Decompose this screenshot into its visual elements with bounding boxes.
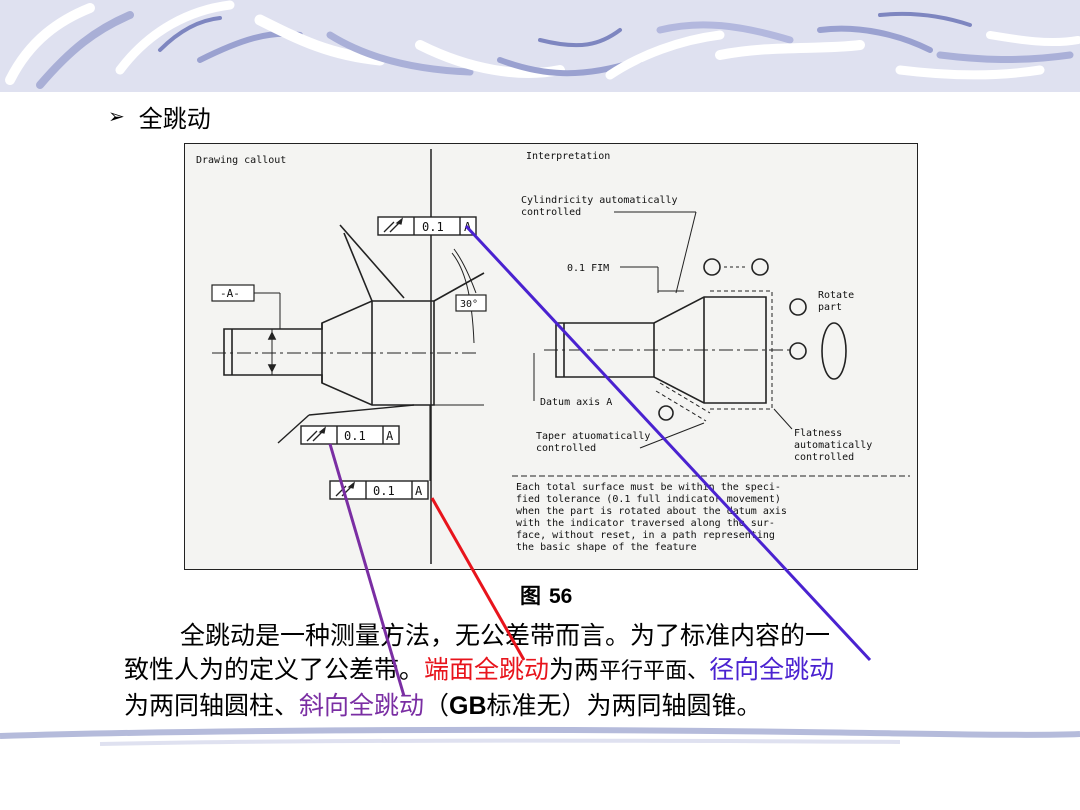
note-line: with the indicator traversed along the s… bbox=[516, 518, 775, 529]
note-line: fied tolerance (0.1 full indicator movem… bbox=[516, 494, 781, 505]
gb-standard-label: GB bbox=[449, 692, 487, 720]
fcf-bottom-datum: A bbox=[415, 484, 423, 498]
rotate-label-line2: part bbox=[818, 302, 842, 313]
fcf-top-tolerance: 0.1 bbox=[422, 220, 444, 234]
note-line: Each total surface must be within the sp… bbox=[516, 482, 781, 493]
paragraph-text: （ bbox=[424, 691, 450, 720]
body-paragraph: 全跳动是一种测量方法，无公差带而言。为了标准内容的一 致性人为的定义了公差带。端… bbox=[124, 619, 1004, 723]
bullet-heading-row: ➢ 全跳动 bbox=[108, 100, 211, 133]
paragraph-text: 全跳动是一种测量方法，无公差带而言。为了标准内容的一 bbox=[180, 621, 831, 650]
paragraph-text: 为两 bbox=[549, 655, 600, 684]
fcf-top: 0.1 A bbox=[377, 216, 477, 236]
note-line: the basic shape of the feature bbox=[516, 542, 697, 553]
fcf-top-datum: A bbox=[464, 220, 472, 234]
paragraph-line-3: 为两同轴圆柱、斜向全跳动（GB标准无）为两同轴圆锥。 bbox=[124, 689, 1004, 723]
drawing-callout-title: Drawing callout bbox=[196, 155, 286, 166]
slide-heading: 全跳动 bbox=[138, 104, 211, 133]
arrow-bullet-icon: ➢ bbox=[108, 104, 125, 128]
fcf-middle-tolerance: 0.1 bbox=[344, 429, 366, 443]
fcf-middle: 0.1 A bbox=[300, 425, 400, 445]
paragraph-line-1: 全跳动是一种测量方法，无公差带而言。为了标准内容的一 bbox=[124, 619, 1004, 653]
fcf-bottom: 0.1 A bbox=[329, 480, 429, 500]
paragraph-line-2: 致性人为的定义了公差带。端面全跳动为两平行平面、径向全跳动 bbox=[124, 653, 1004, 689]
runout-drawing-figure: Drawing callout Interpretation 30° -A- 0… bbox=[184, 143, 918, 570]
fcf-bottom-tolerance: 0.1 bbox=[373, 484, 395, 498]
footer-decoration bbox=[0, 726, 1080, 746]
figure-caption: 图 56 bbox=[520, 580, 572, 610]
angle-label: 30° bbox=[460, 299, 478, 310]
paragraph-text: 为两同轴圆柱、 bbox=[124, 691, 300, 720]
note-line: face, without reset, in a path represent… bbox=[516, 530, 775, 541]
flatness-note-line2: automatically bbox=[794, 440, 872, 451]
face-runout-term: 端面全跳动 bbox=[424, 655, 550, 684]
caption-label: 图 bbox=[520, 585, 541, 608]
flatness-note-line1: Flatness bbox=[794, 428, 842, 439]
cylindricity-note-line2: controlled bbox=[521, 207, 581, 218]
header-decoration bbox=[0, 0, 1080, 92]
oblique-runout-term: 斜向全跳动 bbox=[299, 691, 425, 720]
datum-a-label: -A- bbox=[220, 287, 240, 300]
flatness-note-line3: controlled bbox=[794, 452, 854, 463]
note-line: when the part is rotated about the datum… bbox=[516, 506, 787, 517]
paragraph-text: 标准无）为两同轴圆锥。 bbox=[486, 691, 762, 720]
cylindricity-note-line1: Cylindricity automatically bbox=[521, 195, 678, 206]
paragraph-text: 致性人为的定义了公差带。 bbox=[124, 655, 425, 684]
taper-note-line2: controlled bbox=[536, 443, 596, 454]
radial-runout-term: 径向全跳动 bbox=[709, 655, 835, 684]
paragraph-text: 平行平面、 bbox=[599, 659, 710, 684]
taper-note-line1: Taper atuomatically bbox=[536, 431, 650, 442]
caption-number: 56 bbox=[549, 585, 573, 608]
interpretation-title: Interpretation bbox=[526, 151, 610, 162]
rotate-label-line1: Rotate bbox=[818, 290, 854, 301]
datum-axis-label: Datum axis A bbox=[540, 397, 612, 408]
fim-label: 0.1 FIM bbox=[567, 263, 609, 274]
fcf-middle-datum: A bbox=[386, 429, 394, 443]
